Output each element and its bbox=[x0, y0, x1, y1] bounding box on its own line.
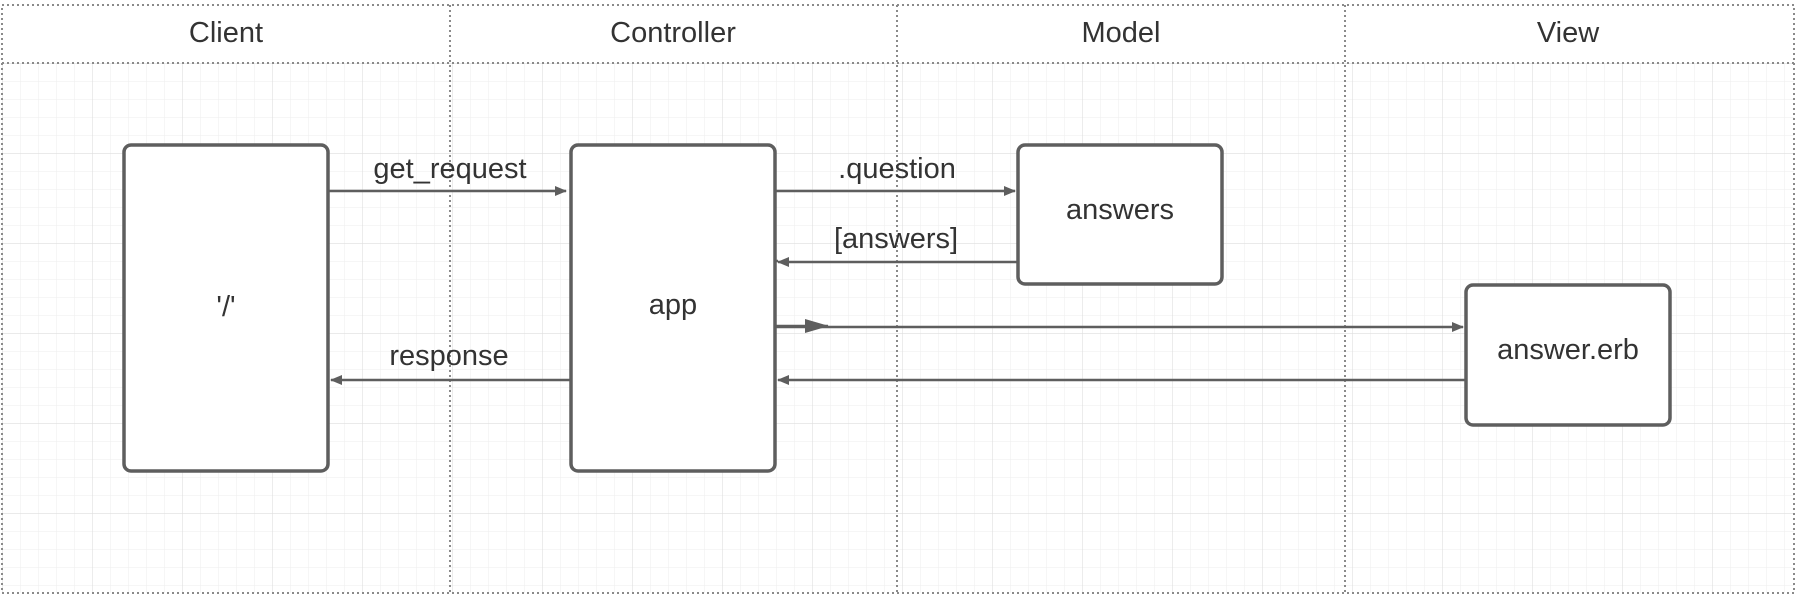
model-box-label: answers bbox=[1066, 194, 1174, 226]
client-box bbox=[122, 143, 330, 473]
get-request-label: get_request bbox=[373, 153, 526, 185]
client-box-label: '/' bbox=[216, 291, 235, 323]
question-label: .question bbox=[838, 153, 956, 185]
lane-title-controller: Controller bbox=[610, 17, 736, 49]
controller-box-label: app bbox=[649, 289, 697, 321]
lane-title-client: Client bbox=[189, 17, 263, 49]
view-box bbox=[1464, 283, 1672, 427]
swimlanes bbox=[1, 4, 1795, 594]
answers-label: [answers] bbox=[834, 223, 958, 255]
lane-title-view: View bbox=[1537, 17, 1600, 49]
view-box-label: answer.erb bbox=[1497, 334, 1639, 366]
response-label: response bbox=[389, 340, 508, 372]
lane-title-model: Model bbox=[1082, 17, 1161, 49]
flows bbox=[328, 186, 1466, 385]
model-box bbox=[1016, 143, 1224, 286]
controller-box bbox=[569, 143, 777, 473]
